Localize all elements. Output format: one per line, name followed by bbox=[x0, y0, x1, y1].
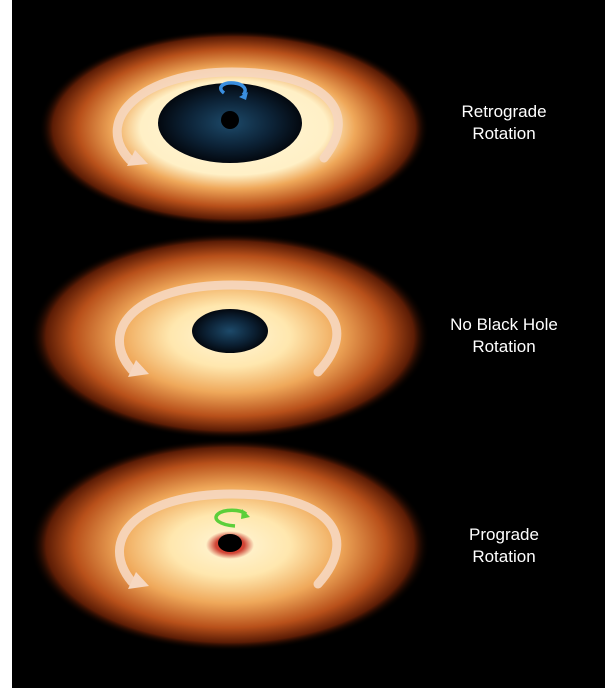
event-horizon-shadow bbox=[192, 309, 268, 353]
label-line: Retrograde bbox=[461, 102, 547, 121]
label-prograde: Prograde Rotation bbox=[414, 524, 594, 568]
retrograde-flow-arrow-icon bbox=[127, 150, 148, 166]
accretion-disk-figure bbox=[30, 30, 430, 651]
label-line: Rotation bbox=[472, 337, 536, 356]
label-retrograde: Retrograde Rotation bbox=[414, 101, 594, 145]
flow-arrow-icon bbox=[128, 360, 149, 377]
retrograde-disk bbox=[39, 30, 429, 226]
figure-panel: Retrograde Rotation No Black Hole Rotati… bbox=[12, 0, 605, 688]
flow-arrow-icon bbox=[128, 572, 149, 589]
prograde-disk bbox=[30, 439, 430, 651]
black-hole bbox=[218, 534, 242, 552]
no-rotation-disk bbox=[30, 233, 430, 439]
label-no-rotation: No Black Hole Rotation bbox=[414, 314, 594, 358]
label-line: Rotation bbox=[472, 124, 536, 143]
black-hole bbox=[221, 111, 239, 129]
blue-counter-arrow-icon bbox=[219, 81, 248, 100]
label-line: No Black Hole bbox=[450, 315, 558, 334]
label-line: Rotation bbox=[472, 547, 536, 566]
label-line: Prograde bbox=[469, 525, 539, 544]
green-co-rotating-arrow-icon bbox=[214, 508, 250, 528]
